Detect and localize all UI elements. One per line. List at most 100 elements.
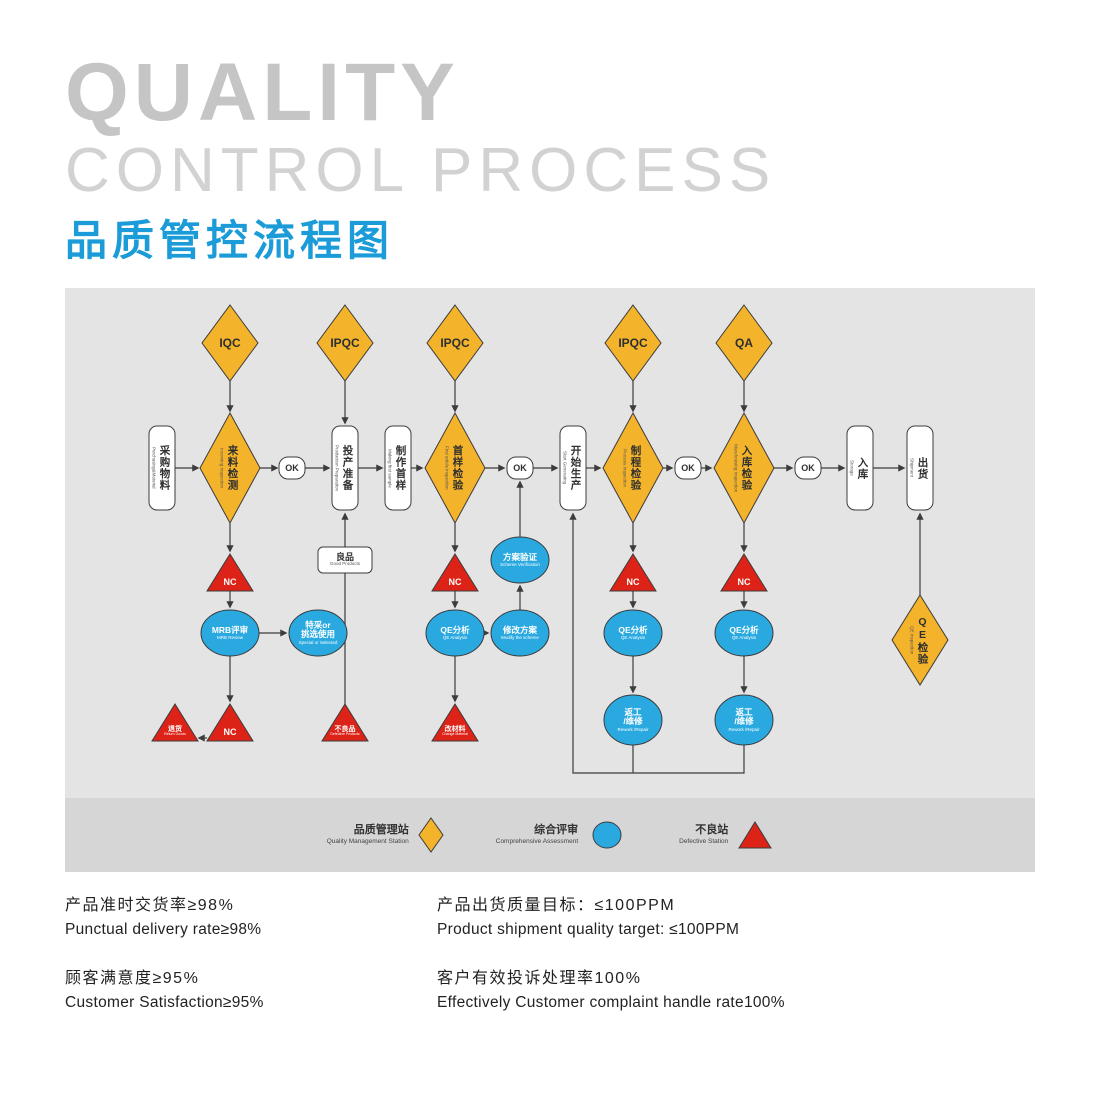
metric-punctual-delivery: 产品准时交货率≥98% Punctual delivery rate≥98% (65, 896, 437, 939)
badge-iqc: IQC (219, 336, 241, 350)
ok-label-1: OK (285, 463, 299, 473)
metrics: 产品准时交货率≥98% Punctual delivery rate≥98% 产… (65, 896, 1035, 1013)
page: QUALITY CONTROL PROCESS 品质管控流程图 (65, 47, 1035, 1013)
flowchart-panel: IQC IPQC IPQC IPQC QA Purchasing&Materia… (65, 288, 1035, 798)
legend-text-quality-station: 品质管理站 Quality Management Station (327, 824, 409, 846)
legend-text-comprehensive-assessment: 综合评审 Comprehensive Assessment (496, 824, 578, 846)
legend-en: Comprehensive Assessment (495, 837, 579, 845)
ok-badge-2 (506, 456, 534, 480)
legend-text-defective-station: 不良站 Defective Station (679, 824, 728, 846)
making-first-sample-box (384, 425, 412, 511)
legend-zh: 品质管理站 (353, 824, 409, 837)
qe-analysis-ellipse-1 (425, 609, 485, 657)
metric-shipment-quality: 产品出货质量目标：≤100PPM Product shipment qualit… (437, 896, 1035, 939)
special-or-selected-ellipse (288, 609, 348, 657)
nc-triangle-1 (206, 553, 254, 592)
nc-label-4: NC (737, 577, 751, 587)
metric-en: Punctual delivery rate≥98% (65, 921, 262, 938)
iqc-diamond (201, 304, 259, 382)
badge-ipqc-2: IPQC (440, 336, 470, 350)
nc-label-2: NC (448, 577, 462, 587)
ipqc-diamond-3 (604, 304, 662, 382)
legend-ellipse-icon (592, 821, 622, 849)
page-title-en-line2: CONTROL PROCESS (65, 136, 777, 205)
metric-zh: 顾客满意度≥95% (65, 970, 200, 988)
nodes (148, 304, 949, 746)
nc-triangle-bottom (206, 703, 254, 742)
page-title-en-line1: QUALITY (65, 47, 460, 138)
storage-box (846, 425, 874, 511)
legend-triangle-icon (738, 821, 773, 849)
mrb-review-ellipse (200, 609, 260, 657)
ok-label-4: OK (801, 463, 815, 473)
qe-inspection-diamond (891, 594, 949, 686)
scheme-verification-ellipse (490, 536, 550, 584)
qe-analysis-ellipse-2 (603, 609, 663, 657)
nc-triangle-3 (609, 553, 657, 592)
badge-ipqc-3: IPQC (618, 336, 648, 350)
legend-diamond-icon (418, 817, 444, 853)
metric-en: Customer Satisfaction≥95% (65, 994, 264, 1012)
purchasing-material-box (148, 425, 176, 511)
ok-badge-4 (794, 456, 822, 480)
legend-zh: 综合评审 (534, 824, 579, 837)
metric-zh: 产品出货质量目标：≤100PPM (437, 897, 676, 914)
ok-badge-3 (674, 456, 702, 480)
start-production-box (559, 425, 587, 511)
legend-item-quality-station: 品质管理站 Quality Management Station (327, 817, 444, 853)
good-products-box (317, 546, 373, 574)
badge-qa: QA (735, 336, 753, 350)
defective-products-triangle (321, 703, 369, 742)
metric-en: Effectively Customer complaint handle ra… (437, 994, 785, 1012)
metric-customer-satisfaction: 顾客满意度≥95% Customer Satisfaction≥95% (65, 969, 437, 1012)
legend: 品质管理站 Quality Management Station 综合评审 Co… (65, 798, 1035, 872)
qe-analysis-ellipse-3 (714, 609, 774, 657)
badge-ipqc-1: IPQC (330, 336, 360, 350)
process-inspection-diamond (602, 411, 664, 525)
nc-label-3: NC (626, 577, 640, 587)
ipqc-diamond-2 (426, 304, 484, 382)
flowchart-canvas (148, 304, 949, 774)
legend-en: Quality Management Station (326, 837, 409, 845)
ok-label-3: OK (681, 463, 695, 473)
connector (569, 512, 745, 774)
nc-label-1: NC (223, 577, 237, 587)
return-goods-triangle (151, 703, 199, 742)
qa-diamond (715, 304, 773, 382)
nc-label-bottom: NC (223, 727, 237, 737)
page-title-zh: 品质管控流程图 (65, 217, 395, 264)
ok-badge-1 (278, 456, 306, 480)
shipment-box (906, 425, 934, 511)
ok-label-2: OK (513, 463, 527, 473)
change-material-triangle (431, 703, 479, 742)
nc-triangle-4 (720, 553, 768, 592)
metric-en: Product shipment quality target: ≤100PPM (437, 921, 740, 938)
warehousing-inspection-diamond (713, 411, 775, 525)
metric-zh: 产品准时交货率≥98% (65, 897, 235, 914)
first-article-inspection-diamond (424, 411, 486, 525)
metric-zh: 客户有效投诉处理率100% (437, 970, 642, 988)
rework-repair-ellipse-1 (603, 694, 663, 746)
legend-zh: 不良站 (695, 824, 729, 837)
